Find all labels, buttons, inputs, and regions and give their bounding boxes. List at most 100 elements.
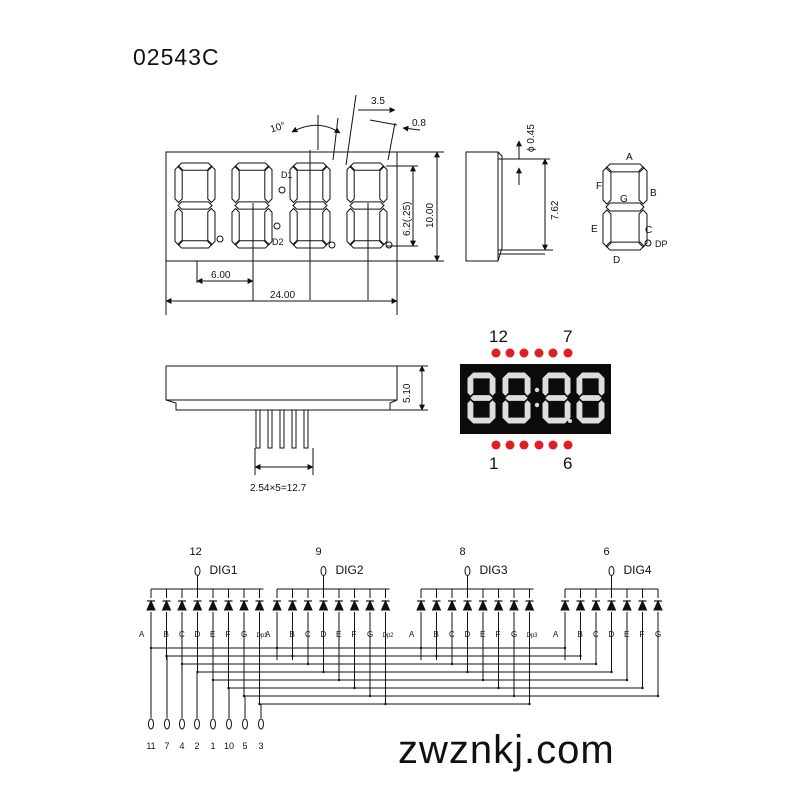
junction [563,646,567,650]
part-number: 02543C [133,44,220,70]
segment-a [579,372,602,379]
photo-pin-6: 6 [563,454,572,473]
segment-f [231,165,240,204]
segment-g [545,395,568,401]
segment-d [605,241,645,251]
junction [322,670,325,674]
segment-b [598,375,605,396]
photo-pin-top-1 [491,348,501,358]
digit-2-common-pin [320,566,327,576]
bottom-pin-7 [242,718,248,730]
bottom-pin-4 [194,718,200,730]
segment-c [264,207,273,246]
dim-top-gap: 3.5 [371,96,385,107]
segment-c [598,400,605,421]
digit-4-seg-label-1: A [553,630,559,639]
photo-pin-top-4 [534,348,544,358]
segment-a [349,162,385,171]
segment-b [524,375,531,396]
segment-b [638,166,648,205]
side-view-labels: ϕ 0.45 7.62 [526,124,561,220]
digit-1-pin-number: 12 [190,546,202,558]
junction [579,654,582,658]
segment-b [564,375,571,396]
junction [641,686,644,690]
digit-3-diode-8 [524,599,535,611]
segment-g [177,201,213,210]
digit-2-diode-5 [334,599,344,611]
junction [528,702,531,706]
photo-digit-1 [467,372,496,424]
bottom-pin-5 [303,409,309,449]
digit-1-diode-6 [223,599,234,611]
digit-4-common-pin [608,566,615,576]
segment-e [467,400,474,421]
digit-3-diode-2 [431,599,442,611]
junction [497,686,500,690]
segment-c [489,400,496,421]
photo-pin-top-5 [548,348,558,358]
digit-1-diode-1 [146,599,156,611]
front-digit-4 [346,162,388,249]
segment-g [579,395,602,401]
digit-1-seg-label-1: A [139,630,145,639]
key-label-a: A [626,152,633,163]
segment-f [502,375,509,396]
d2-dot [273,222,281,230]
side-body-outline [465,151,499,262]
segment-g [470,395,493,401]
bottom-pin-number-4: 2 [194,741,199,751]
digit-2-seg-label-8: Dp2 [383,633,395,639]
segment-g [605,202,645,212]
photo-dp [568,419,572,423]
digit-3-diode-5 [478,599,488,611]
dim-pin-row: 7.62 [550,200,561,220]
junction [594,662,598,666]
digit-4-diode-4 [606,599,617,611]
segment-f [174,165,183,204]
digit-1-diode-3 [177,599,187,611]
segment-e [174,207,183,246]
segment-a [505,372,528,379]
segment-b [379,165,388,204]
junction [291,654,294,658]
digit-4-diode-1 [560,599,570,611]
segment-c [379,207,388,246]
bottom-pin-number-3: 4 [179,741,184,751]
segment-f [346,165,355,204]
front-digit-2 [231,162,273,249]
bottom-pin-number-2: 7 [164,741,169,751]
dim-height: 10.00 [425,203,436,228]
segment-a [605,163,645,173]
bottom-pin-5 [210,718,216,730]
segment-f [602,166,612,205]
digit-2-pin-number: 9 [316,546,322,558]
digit-3-label: DIG3 [480,563,508,577]
segment-d [545,417,568,424]
segment-key [602,163,652,251]
junction [656,694,660,698]
label-d1: D1 [281,170,293,180]
digit-2-diode-4 [318,599,329,611]
front-digit-3 [289,162,331,249]
digit-2-diode-8 [380,599,391,611]
label-d2: D2 [272,237,284,247]
dim-pin-dia: ϕ 0.45 [526,124,537,152]
bottom-pin-8 [258,718,264,730]
digit-3-common-pin [464,566,471,576]
dim-char-height: 6.2(.25) [402,202,413,236]
key-digit-outline [602,163,648,251]
segment-e [346,207,355,246]
digit-3-diode-7 [509,599,519,611]
side-view [465,140,553,262]
digit-1-seg-label-8: Dp1 [257,633,269,639]
bottom-view-labels: 5.10 2.54×5=12.7 [250,383,413,494]
bottom-pin-4 [291,409,297,449]
key-label-dp: DP [655,239,668,249]
digit-2-label: DIG2 [336,563,364,577]
dim-width: 24.00 [270,290,295,301]
junction [306,662,310,666]
photo-pin-bottom-3 [519,440,529,450]
front-view [165,94,444,315]
segment-e [502,400,509,421]
